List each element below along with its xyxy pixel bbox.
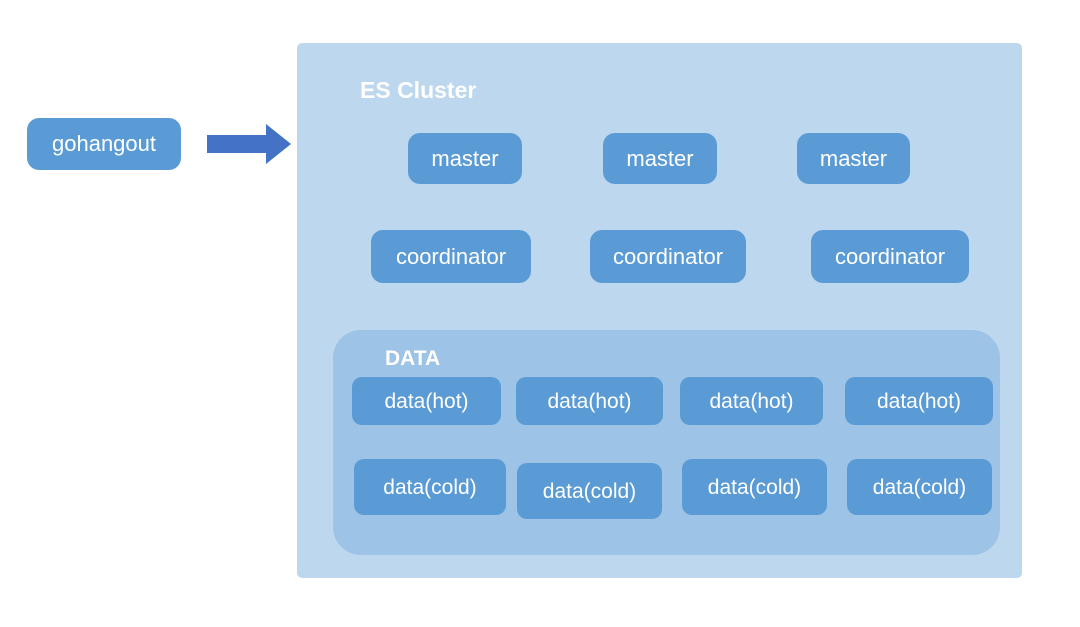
data-hot-node-1: data(hot) (352, 377, 501, 425)
data-cold-node-2: data(cold) (517, 463, 662, 519)
data-cold-node-3: data(cold) (682, 459, 827, 515)
gohangout-node: gohangout (27, 118, 181, 170)
right-arrow-icon (207, 124, 292, 164)
data-hot-node-3: data(hot) (680, 377, 823, 425)
coordinator-node-2: coordinator (590, 230, 746, 283)
es-cluster-container: ES Cluster master master master coordina… (297, 43, 1022, 578)
data-hot-node-4: data(hot) (845, 377, 993, 425)
es-cluster-title: ES Cluster (360, 77, 477, 103)
gohangout-label: gohangout (52, 131, 156, 156)
coordinator-node-1: coordinator (371, 230, 531, 283)
data-group-container: DATA data(hot) data(hot) data(hot) data(… (333, 330, 1000, 555)
data-hot-node-2: data(hot) (516, 377, 663, 425)
data-cold-node-4: data(cold) (847, 459, 992, 515)
master-node-3: master (797, 133, 910, 184)
data-group-title: DATA (385, 347, 441, 370)
master-node-1: master (408, 133, 522, 184)
master-node-2: master (603, 133, 717, 184)
coordinator-node-3: coordinator (811, 230, 969, 283)
data-cold-node-1: data(cold) (354, 459, 506, 515)
